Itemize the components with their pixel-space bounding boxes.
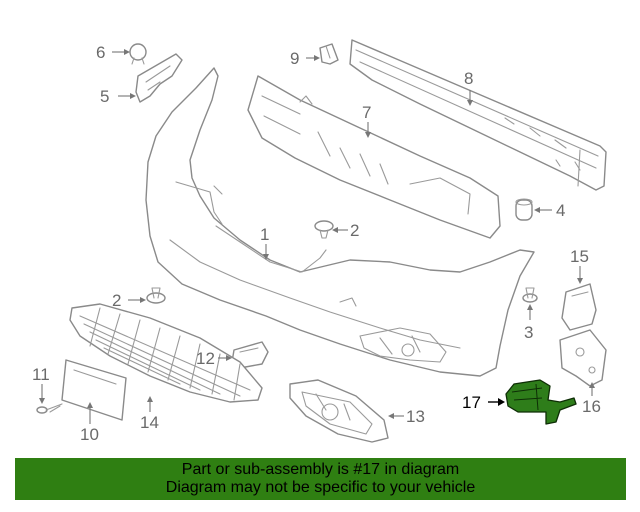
part-1-bumper-cover — [145, 67, 535, 377]
part-2-clip-upper — [314, 220, 334, 239]
callout-10: 10 — [80, 425, 99, 444]
callout-6: 6 — [96, 43, 105, 62]
leader-lines — [39, 49, 595, 424]
notice-line-1: Part or sub-assembly is #17 in diagram — [181, 461, 460, 478]
part-7-absorber — [247, 75, 501, 239]
callout-13: 13 — [406, 407, 425, 426]
callout-numbers: 6 5 9 8 7 4 2 1 15 2 3 12 11 10 14 13 16… — [32, 43, 601, 444]
part-6-clip — [129, 43, 147, 65]
part-14-grille — [69, 303, 263, 403]
callout-1: 1 — [260, 225, 269, 244]
callout-5: 5 — [100, 87, 109, 106]
callout-4: 4 — [556, 201, 565, 220]
callout-15: 15 — [570, 247, 589, 266]
part-16-bracket — [559, 329, 607, 387]
part-17-highlighted — [505, 379, 577, 425]
callout-2-lower: 2 — [112, 291, 121, 310]
callout-11: 11 — [32, 365, 50, 384]
part-9-bracket — [319, 43, 339, 65]
part-11-screw — [36, 403, 63, 414]
part-10-plate-bracket — [61, 359, 127, 421]
callout-17: 17 — [462, 393, 481, 412]
part-15-bracket — [561, 283, 597, 331]
callout-14: 14 — [140, 413, 159, 432]
part-2-clip-lower — [146, 287, 166, 304]
callout-12: 12 — [196, 349, 215, 368]
callout-7: 7 — [362, 103, 371, 122]
callout-16: 16 — [582, 397, 601, 416]
part-5-bracket — [135, 53, 183, 103]
callout-3: 3 — [524, 323, 533, 342]
callout-8: 8 — [464, 69, 473, 88]
callout-2-upper: 2 — [350, 221, 359, 240]
callout-9: 9 — [290, 49, 299, 68]
part-13-bezel — [289, 379, 389, 443]
part-8-reinforcement-bar — [349, 39, 607, 191]
notice-line-2: Diagram may not be specific to your vehi… — [165, 479, 476, 496]
part-3-clip — [522, 287, 538, 303]
parts-diagram: 6 5 9 8 7 4 2 1 15 2 3 12 11 10 14 13 16… — [32, 39, 607, 444]
notice-bar: Part or sub-assembly is #17 in diagram D… — [15, 458, 626, 500]
part-4-plug — [515, 198, 533, 221]
